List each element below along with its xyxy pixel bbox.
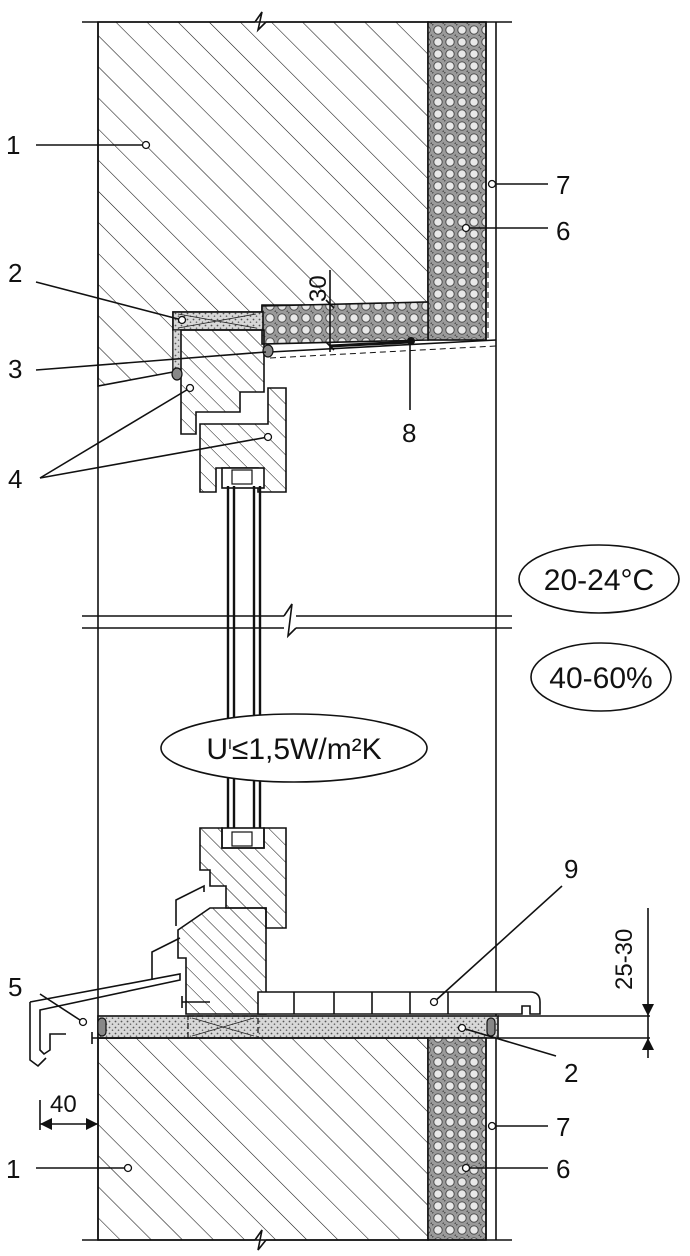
break-line-middle	[82, 603, 512, 639]
break-line-bottom	[82, 1229, 512, 1251]
callout-2-upper: 2	[8, 258, 22, 288]
temperature-badge: 20-24°C	[518, 544, 680, 614]
callout-7-lower: 7	[556, 1112, 570, 1142]
lower-masonry	[97, 1037, 429, 1241]
u-value-sub: I	[228, 736, 232, 752]
callout-6-upper: 6	[556, 216, 570, 246]
dimension-sill: 25-30	[611, 908, 654, 1058]
callout-3: 3	[8, 354, 22, 384]
callout-9: 9	[564, 854, 578, 884]
humidity-text: 40-60%	[549, 662, 652, 695]
callout-6-lower: 6	[556, 1154, 570, 1184]
callout-8: 8	[402, 418, 416, 448]
lintel-seal	[172, 311, 264, 375]
callout-1-upper: 1	[6, 130, 20, 160]
dimension-overhang: 40	[39, 1091, 98, 1130]
callout-2-lower: 2	[564, 1058, 578, 1088]
u-value-text: UI≤1,5W/m²K	[206, 733, 381, 766]
u-value-rest: ≤1,5W/m²K	[232, 733, 382, 766]
u-value-prefix: U	[206, 733, 228, 766]
temperature-text: 20-24°C	[544, 564, 654, 597]
lower-frame	[151, 827, 287, 1015]
callout-numbers: 1 2 3 4 5 7 6 8 9 2 7 6 1	[6, 130, 578, 1184]
window-board	[257, 991, 541, 1015]
upper-insulation	[261, 21, 487, 345]
callout-5: 5	[8, 972, 22, 1002]
callout-1-lower: 1	[6, 1154, 20, 1184]
dimension-top-label: 30	[305, 275, 332, 302]
dimension-overhang-label: 40	[50, 1091, 77, 1118]
leader-lines	[35, 140, 563, 1173]
sill-seal	[97, 1015, 650, 1039]
dimension-sill-label: 25-30	[611, 929, 638, 990]
break-line-top	[82, 11, 512, 33]
dimension-top: 30	[305, 270, 335, 352]
upper-frame	[180, 329, 287, 493]
callout-4: 4	[8, 464, 22, 494]
callout-7-upper: 7	[556, 170, 570, 200]
lower-insulation	[427, 1037, 487, 1241]
u-value-badge: UI≤1,5W/m²K	[160, 713, 428, 783]
sealant-beads	[171, 337, 415, 381]
humidity-badge: 40-60%	[530, 642, 672, 712]
